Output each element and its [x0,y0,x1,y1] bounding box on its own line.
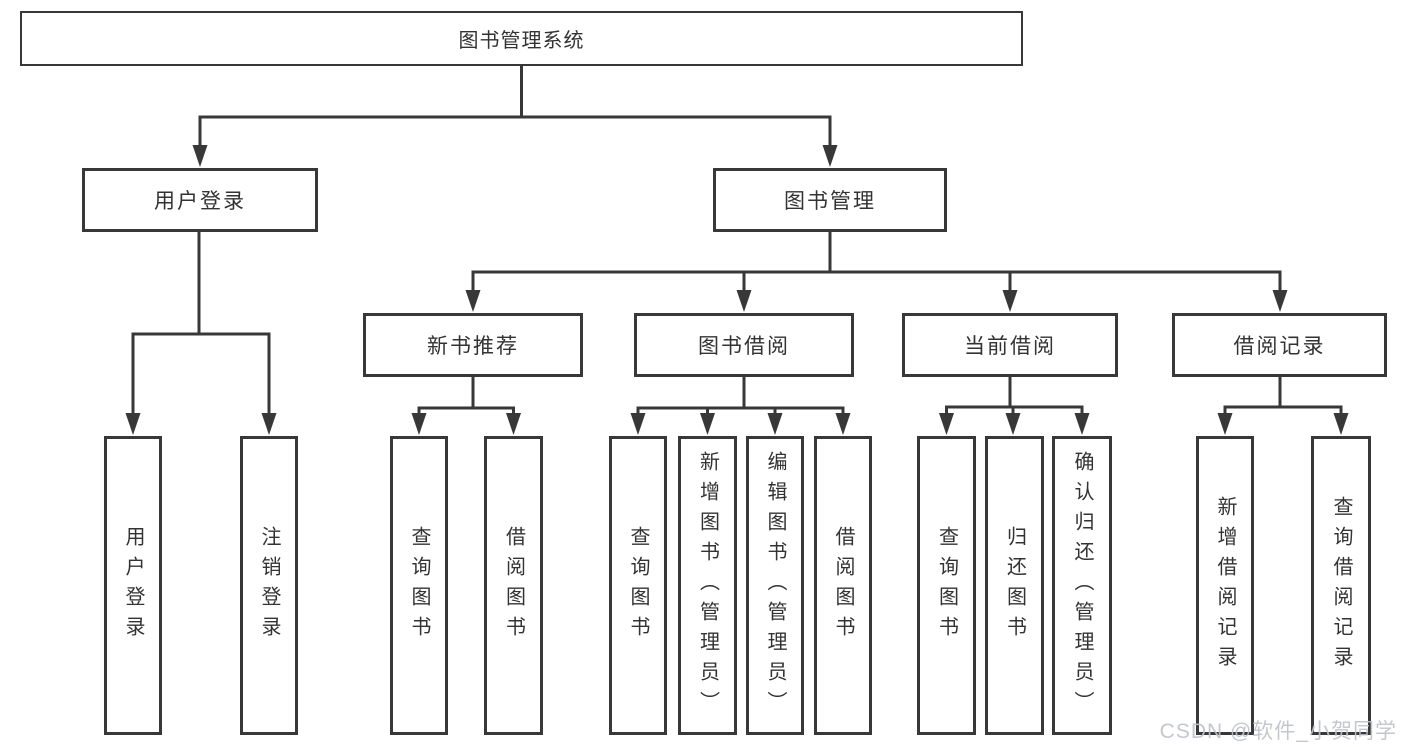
node-confirm-return-admin: 确认归还（管理员） [1052,436,1112,735]
node-add-borrow-record: 新增借阅记录 [1196,436,1254,735]
node-label: 图书管理系统 [458,30,585,52]
node-label: 图书管理 [784,190,876,213]
node-edit-book-admin: 编辑图书（管理员） [746,436,804,735]
node-label: 新书推荐 [427,335,519,358]
node-book-management: 图书管理 [713,168,947,232]
node-book-borrowing: 图书借阅 [634,313,854,377]
node-query-books-borrowing: 查询图书 [609,436,667,735]
node-current-borrowing: 当前借阅 [902,313,1118,377]
node-label: 用户登录 [122,525,144,646]
node-borrowing-records: 借阅记录 [1172,313,1387,377]
node-label: 注销登录 [258,525,280,646]
node-new-book-recommend: 新书推荐 [363,313,583,377]
node-label: 用户登录 [154,190,246,213]
node-label: 编辑图书（管理员） [764,450,786,721]
node-label: 借阅图书 [832,525,854,646]
node-label: 图书借阅 [698,335,790,358]
node-borrow-books-borrowing: 借阅图书 [814,436,872,735]
node-add-book-admin: 新增图书（管理员） [678,436,737,735]
node-label: 查询图书 [408,525,430,646]
node-label: 新增借阅记录 [1214,495,1236,676]
node-label: 查询图书 [935,525,958,646]
node-label: 借阅图书 [502,525,525,646]
node-query-borrow-record: 查询借阅记录 [1311,436,1371,735]
node-label: 确认归还（管理员） [1071,450,1093,721]
node-user-login: 用户登录 [82,168,318,232]
node-user-login-leaf: 用户登录 [104,436,162,735]
node-label: 归还图书 [1003,525,1026,646]
node-library-management-system: 图书管理系统 [20,11,1023,66]
node-logout: 注销登录 [240,436,298,735]
watermark: CSDN @软件_小贺同学 [1159,720,1397,743]
node-label: 查询图书 [627,525,649,646]
node-label: 新增图书（管理员） [696,450,719,721]
node-borrow-books-recommend: 借阅图书 [484,436,543,735]
node-query-books-recommend: 查询图书 [390,436,448,735]
node-label: 查询借阅记录 [1330,495,1352,676]
node-return-books: 归还图书 [985,436,1044,735]
node-label: 当前借阅 [964,335,1056,358]
node-label: 借阅记录 [1233,335,1326,358]
node-query-books-current: 查询图书 [917,436,976,735]
